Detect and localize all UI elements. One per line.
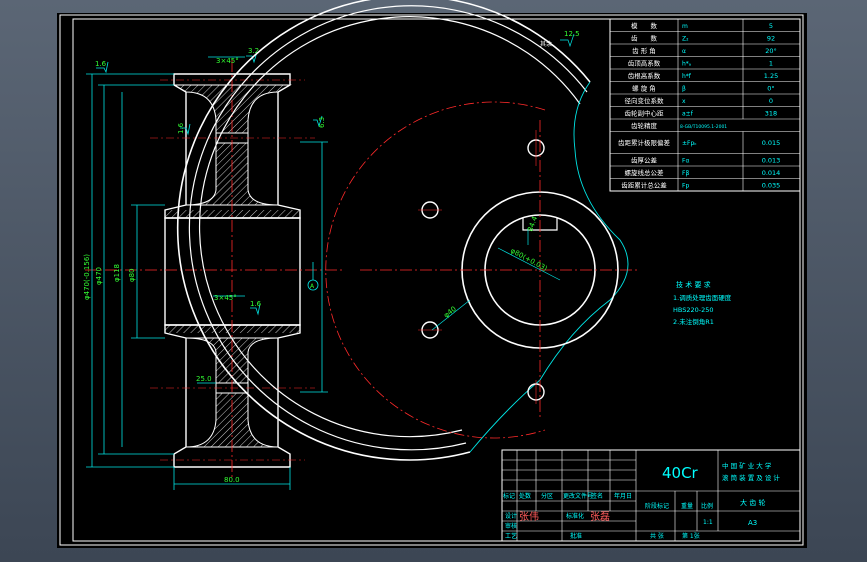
design-title: 滚 筒 装 置 及 设 计 (722, 473, 780, 482)
tech-line-2: HBS220-250 (673, 306, 714, 314)
rim-inner-arc (198, 16, 581, 438)
tech-title: 技 术 要 求 (676, 280, 711, 289)
dim-rough-left: 1.6 (95, 60, 107, 68)
section-view: 3×45° 3×45° 3.2 1.6 1.6 80.0 25.0 6.3 1.… (83, 47, 345, 490)
title-block: 标记 处数 分区 更改文件号 签名 年月日 设计 审核 工艺 批准 标准化 阶段… (501, 449, 801, 542)
hub-hatch-top (165, 210, 300, 218)
dim-left-bore: φ80 (128, 268, 136, 282)
scale-label: 比例 (701, 502, 713, 510)
material: 40Cr (662, 464, 699, 482)
param-name-9: 齿距累计极限偏差 (618, 138, 671, 147)
param-name-12: 齿距累计总公差 (621, 180, 667, 189)
header-label-1: 处数 (519, 492, 531, 500)
header-label-0: 标记 (503, 492, 515, 500)
header-label-2: 分区 (541, 492, 553, 500)
outer-rim-arc (176, 0, 591, 461)
approve-label: 批准 (570, 532, 582, 540)
param-value-2: 20° (765, 47, 777, 55)
param-symbol-12: Fp (682, 182, 689, 189)
param-value-10: 0.013 (762, 156, 781, 164)
dim-web: 25.0 (196, 375, 212, 383)
tech-line-3: 2.未注倒角R1 (673, 317, 714, 326)
param-symbol-5: β (682, 85, 686, 92)
role-label-review: 审核 (505, 522, 517, 530)
pitch-circle (325, 101, 546, 439)
weight-label: 重量 (681, 502, 693, 510)
dim-chamfer-mid: 3×45° (214, 294, 237, 302)
rough-a: 12.5 (564, 30, 580, 38)
drawing-frame-inner (72, 18, 801, 542)
dim-left-da: φ470 (95, 267, 103, 285)
scale-value: 1:1 (703, 519, 713, 526)
param-value-3: 1 (769, 59, 773, 67)
param-value-6: 0 (769, 97, 773, 105)
param-name-2: 齿 形 角 (632, 46, 656, 55)
param-value-4: 1.25 (764, 72, 778, 80)
dim-rough-top: 3.2 (248, 47, 259, 55)
role-label-process: 工艺 (505, 532, 517, 540)
param-name-11: 螺旋线总公差 (625, 168, 665, 177)
header-label-4: 签名 (591, 492, 603, 500)
param-symbol-4: h*f (682, 73, 692, 80)
param-name-4: 齿根高系数 (628, 71, 661, 80)
rough-note: 其余 (540, 40, 552, 48)
params-table-frame (609, 18, 801, 192)
param-symbol-0: m (682, 23, 688, 30)
addendum-arc (188, 5, 588, 451)
param-name-3: 齿顶高系数 (628, 58, 661, 67)
param-name-7: 齿轮副中心距 (625, 108, 665, 117)
sheet-size: A3 (748, 519, 757, 527)
header-label-3: 更改文件号 (563, 492, 593, 500)
dim-rough-web: 1.6 (250, 300, 262, 308)
param-name-8: 齿轮精度 (631, 121, 658, 130)
param-value-0: 5 (769, 22, 773, 30)
stage-label: 阶段标记 (645, 502, 669, 510)
param-value-9: 0.015 (762, 139, 781, 147)
param-symbol-3: h*ₐ (682, 60, 691, 67)
param-name-5: 螺 旋 角 (632, 83, 656, 92)
school-name: 中 国 矿 业 大 学 (722, 461, 772, 470)
param-symbol-1: Z₂ (682, 35, 689, 42)
part-name: 大 齿 轮 (740, 498, 765, 507)
dim-left-outer: φ470(-0.156) (83, 254, 91, 300)
dim-width: 80.0 (224, 476, 240, 484)
param-value-12: 0.035 (762, 181, 781, 189)
param-name-10: 齿厚公差 (631, 155, 658, 164)
params-table: 模 数 m 5 齿 数 Z₂ 92 齿 形 角 α 20° 齿顶高系数 h*ₐ 1 齿根高系数 h*f 1.… (609, 18, 801, 192)
standardize-label: 标准化 (566, 512, 584, 520)
param-symbol-8: 8-GB/T10095.1-2001 (680, 124, 727, 130)
sheet-number: 第 1张 (682, 532, 700, 540)
param-value-7: 318 (765, 109, 777, 117)
signature-reviewer: 张磊 (590, 511, 610, 523)
param-symbol-6: x (682, 98, 686, 105)
param-value-5: 0° (767, 84, 774, 92)
tech-requirements: 技 术 要 求 1.调质处理齿面硬度 HBS220-250 2.未注倒角R1 (673, 280, 732, 326)
param-value-11: 0.014 (762, 169, 781, 177)
sheet-total: 共 张 (650, 532, 664, 540)
datum-a-label: A (310, 283, 315, 290)
param-symbol-2: α (682, 48, 686, 55)
drawing-frame-outer (59, 14, 804, 546)
signature-designer: 张伟 (519, 510, 539, 523)
dim-rough-right: 6.3 (318, 117, 326, 128)
param-value-1: 92 (767, 34, 775, 42)
header-label-5: 年月日 (614, 492, 632, 500)
dim-left-hub: φ118 (113, 264, 121, 282)
dim-chamfer-top: 3×45° (216, 57, 239, 65)
hub-hatch-bottom (165, 325, 300, 333)
role-label-design: 设计 (505, 512, 517, 520)
param-name-6: 径向变位系数 (625, 96, 665, 105)
bore (164, 217, 301, 326)
param-symbol-10: Fα (682, 157, 689, 164)
param-name-0: 模 数 (631, 21, 658, 30)
dim-rough-small: 1.6 (177, 122, 185, 134)
param-symbol-7: a±f (682, 110, 694, 117)
param-name-1: 齿 数 (631, 33, 658, 42)
param-symbol-11: Fβ (682, 170, 689, 177)
param-symbol-9: ±Fpₖ (682, 140, 697, 147)
tech-line-1: 1.调质处理齿面硬度 (673, 293, 732, 302)
